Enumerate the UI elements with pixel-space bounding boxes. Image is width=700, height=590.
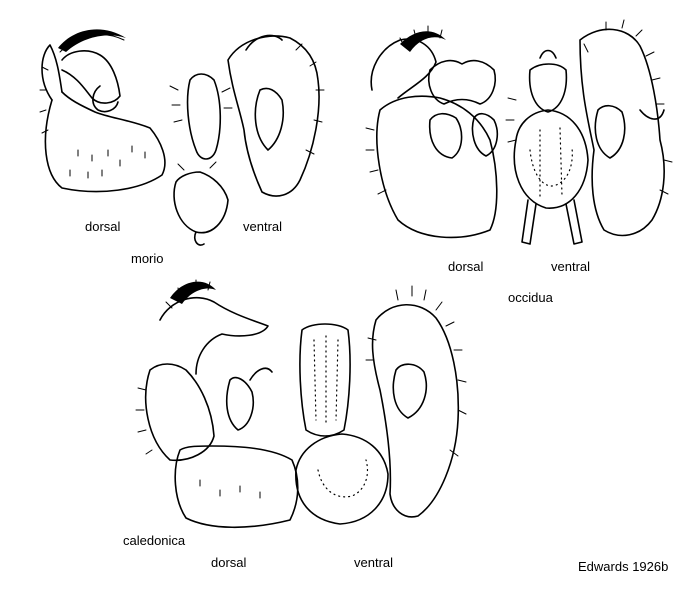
morio-dorsal-drawing bbox=[39, 29, 166, 193]
occidua-ventral-drawing bbox=[505, 19, 673, 245]
morio-dorsal-label: dorsal bbox=[85, 219, 121, 234]
occidua-species-label: occidua bbox=[508, 290, 553, 305]
caledonica-ventral-drawing bbox=[295, 285, 467, 525]
morio-species-label: morio bbox=[131, 251, 164, 266]
caledonica-ventral-label: ventral bbox=[354, 555, 394, 570]
caledonica-dorsal-drawing bbox=[135, 279, 299, 529]
morio-ventral-drawing bbox=[169, 34, 325, 246]
morio-ventral-label: ventral bbox=[243, 219, 283, 234]
occidua-dorsal-label: dorsal bbox=[448, 259, 484, 274]
occidua-dorsal-drawing bbox=[365, 25, 499, 239]
figure-credit: Edwards 1926b bbox=[578, 559, 669, 574]
occidua-ventral-label: ventral bbox=[551, 259, 591, 274]
caledonica-dorsal-label: dorsal bbox=[211, 555, 247, 570]
caledonica-species-label: caledonica bbox=[123, 533, 186, 548]
